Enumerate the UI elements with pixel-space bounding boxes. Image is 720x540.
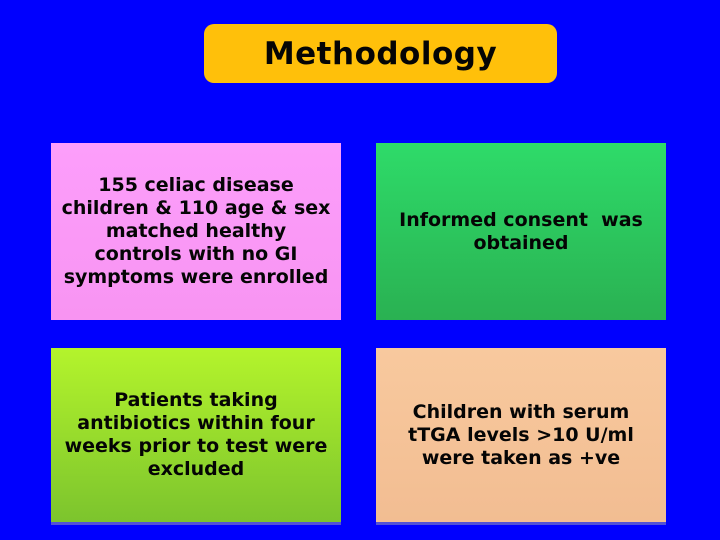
text-line: antibiotics within four <box>77 412 315 434</box>
card-enrollment-text: 155 celiac disease children & 110 age & … <box>62 174 331 289</box>
text-line: 155 celiac disease <box>98 174 294 196</box>
text-line: Informed consent was <box>399 208 643 231</box>
text-line: tTGA levels >10 U/ml <box>408 423 634 446</box>
text-line: children & 110 age & sex <box>61 197 331 219</box>
text-line: obtained <box>473 231 569 254</box>
card-ttga-criteria: Children with serum tTGA levels >10 U/ml… <box>376 348 666 522</box>
text-line: were taken as +ve <box>421 446 621 469</box>
text-line: matched healthy <box>105 220 287 242</box>
title-box: Methodology <box>204 24 557 83</box>
slide-title: Methodology <box>263 35 498 72</box>
card-exclusion-text: Patients taking antibiotics within four … <box>65 389 328 481</box>
card-consent: Informed consent was obtained <box>376 143 666 320</box>
text-line: symptoms were enrolled <box>63 266 329 288</box>
card-enrollment: 155 celiac disease children & 110 age & … <box>51 143 341 320</box>
card-exclusion: Patients taking antibiotics within four … <box>51 348 341 522</box>
text-line: controls with no GI <box>94 243 298 265</box>
text-line: excluded <box>147 458 245 480</box>
card-ttga-criteria-text: Children with serum tTGA levels >10 U/ml… <box>408 401 634 470</box>
card-consent-text: Informed consent was obtained <box>399 209 643 255</box>
text-line: weeks prior to test were <box>64 435 328 457</box>
text-line: Patients taking <box>114 389 278 411</box>
text-line: Children with serum <box>412 400 630 423</box>
